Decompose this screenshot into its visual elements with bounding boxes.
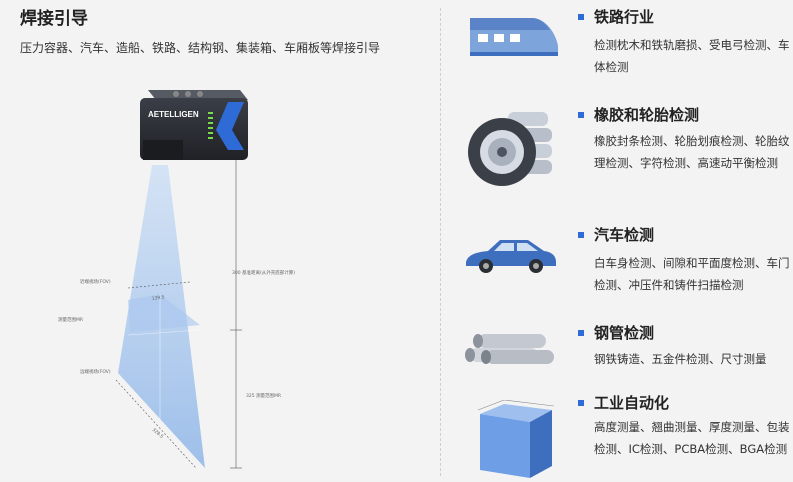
pipes-icon (465, 334, 554, 364)
tire-icon (468, 112, 552, 186)
profiler-camera: AETELLIGEN (140, 90, 248, 160)
app-title-row: 铁路行业 (578, 6, 654, 27)
app-item-tire: 橡胶和轮胎检测 橡胶封条检测、轮胎划痕检测、轮胎纹理检测、字符检测、高速动平衡检… (460, 104, 790, 204)
app-title-row: 橡胶和轮胎检测 (578, 104, 699, 125)
app-item-railway: 铁路行业 检测枕木和铁轨磨损、受电弓检测、车体检测 (460, 6, 790, 86)
bullet-icon (578, 111, 584, 118)
app-item-car: 汽车检测 白车身检测、间隙和平面度检测、车门检测、冲压件和铸件扫描检测 (460, 224, 790, 304)
app-item-automation: 工业自动化 高度测量、翘曲测量、厚度测量、包装检测、IC检测、PCBA检测、BG… (460, 392, 790, 480)
cube-icon (477, 400, 555, 478)
bullet-icon (578, 329, 584, 336)
near-fov-plane (128, 294, 200, 332)
app-description: 检测枕木和铁轨磨损、受电弓检测、车体检测 (594, 38, 790, 74)
welding-section: 焊接引导 压力容器、汽车、造船、铁路、结构钢、集装箱、车厢板等焊接引导 (20, 9, 381, 469)
bullet-icon (578, 399, 584, 406)
train-icon (470, 18, 558, 56)
section-divider (440, 8, 441, 476)
range-label: 325 测量范围MR (246, 392, 281, 399)
mr-label: 测量范围MR (58, 316, 83, 323)
width-bottom-label: 328.5 (151, 427, 165, 440)
app-description: 橡胶封条检测、轮胎划痕检测、轮胎纹理检测、字符检测、高速动平衡检测 (594, 134, 790, 170)
dimension-lines (115, 160, 242, 469)
camera-brand-text: AETELLIGEN (148, 110, 199, 119)
app-title: 橡胶和轮胎检测 (594, 106, 700, 124)
bullet-icon (578, 13, 584, 20)
app-title-row: 工业自动化 (578, 392, 669, 413)
app-title-row: 钢管检测 (578, 322, 654, 343)
distance-label: 300 基准距离(从外壳底部计算) (232, 269, 295, 276)
app-item-pipes: 钢管检测 钢铁铸造、五金件检测、尺寸测量 (460, 322, 790, 382)
section-title: 焊接引导 (20, 9, 88, 29)
laser-profiler-diagram: AETELLIGEN 近端视场(FOV) 测量范围MR 远端视场(FOV) 13… (58, 90, 295, 469)
app-title-row: 汽车检测 (578, 224, 654, 245)
car-icon (466, 240, 556, 273)
app-title: 钢管检测 (594, 324, 655, 342)
app-title: 工业自动化 (594, 394, 670, 412)
fov-far-label: 远端视场(FOV) (80, 368, 111, 375)
bullet-icon (578, 231, 584, 238)
section-description: 压力容器、汽车、造船、铁路、结构钢、集装箱、车厢板等焊接引导 (20, 41, 381, 55)
fov-near-label: 近端视场(FOV) (80, 278, 111, 285)
app-description: 钢铁铸造、五金件检测、尺寸测量 (594, 352, 767, 366)
app-description: 高度测量、翘曲测量、厚度测量、包装检测、IC检测、PCBA检测、BGA检测 (594, 420, 790, 456)
app-description: 白车身检测、间隙和平面度检测、车门检测、冲压件和铸件扫描检测 (594, 256, 790, 292)
app-title: 铁路行业 (594, 8, 655, 26)
width-top-label: 139.5 (151, 294, 165, 302)
app-title: 汽车检测 (594, 226, 655, 244)
